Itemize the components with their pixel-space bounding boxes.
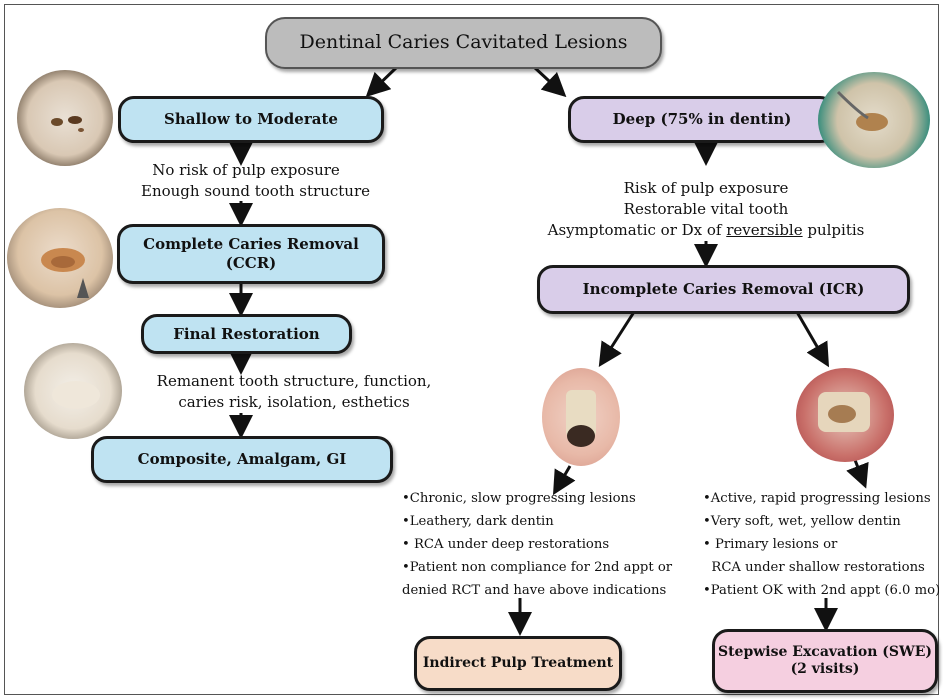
list-item: RCA under shallow restorations (703, 560, 925, 575)
list-item: •Patient OK with 2nd appt (6.0 mo) (703, 583, 939, 598)
deep-75-in-dentin-box: Deep (75% in dentin) (568, 96, 836, 143)
indirect-pulp-treatment-box: Indirect Pulp Treatment (414, 636, 622, 691)
list-item: •Very soft, wet, yellow dentin (703, 514, 901, 529)
reversible-underlined: reversible (726, 221, 803, 239)
arrow-photo-right-to-list (846, 459, 869, 489)
deep-criteria-text: Risk of pulp exposure Restorable vital t… (547, 179, 865, 239)
tooth-photo-deep (818, 72, 930, 168)
final-restoration-box: Final Restoration (141, 314, 352, 354)
composite-amalgam-gi-box: Composite, Amalgam, GI (91, 436, 393, 483)
shallow-criteria-text: No risk of pulp exposure Enough sound to… (141, 161, 370, 200)
arrow-icr-left (598, 311, 636, 368)
tooth-photo-ipt (542, 368, 620, 466)
list-item: •Patient non compliance for 2nd appt or (402, 560, 673, 575)
tooth-photo-shallow (17, 70, 113, 166)
shallow-to-moderate-box: Shallow to Moderate (118, 96, 384, 143)
restoration-factors-text: Remanent tooth structure, function, cari… (156, 372, 432, 411)
tooth-photo-swe (796, 368, 894, 462)
stepwise-excavation-box: Stepwise Excavation (SWE) (2 visits) (712, 629, 938, 693)
ipt-indications-list: •Chronic, slow progressing lesions •Leat… (402, 487, 692, 602)
list-item: •Leathery, dark dentin (402, 514, 554, 529)
swe-indications-list: •Active, rapid progressing lesions •Very… (703, 487, 939, 602)
arrow-icr-right (795, 311, 830, 368)
list-item: • Primary lesions or (703, 537, 838, 552)
list-item: •Chronic, slow progressing lesions (402, 491, 636, 506)
arrow-title-to-shallow (365, 65, 399, 98)
title-text: Dentinal Caries Cavitated Lesions (299, 31, 628, 54)
incomplete-caries-removal-box: Incomplete Caries Removal (ICR) (537, 265, 910, 314)
complete-caries-removal-box: Complete Caries Removal (CCR) (117, 224, 385, 284)
title-box: Dentinal Caries Cavitated Lesions (265, 17, 662, 69)
list-item: denied RCT and have above indications (402, 583, 667, 598)
arrow-photo-left-to-list (552, 465, 576, 496)
tooth-photo-ccr (7, 208, 113, 308)
list-item: • RCA under deep restorations (402, 537, 610, 552)
list-item: •Active, rapid progressing lesions (703, 491, 931, 506)
tooth-photo-final (24, 343, 122, 439)
diagram-frame (4, 4, 939, 695)
arrow-title-to-deep (532, 65, 567, 98)
